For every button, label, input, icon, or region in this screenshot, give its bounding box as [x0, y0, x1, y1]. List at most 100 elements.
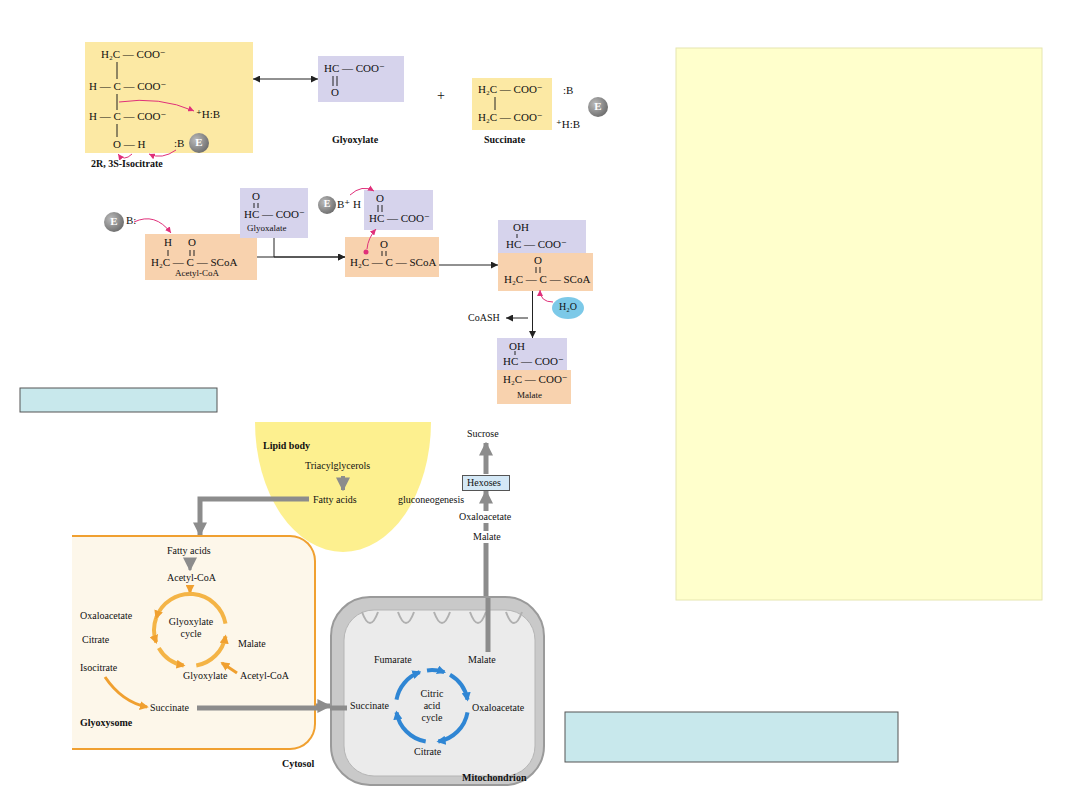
label-text: Sucrose — [467, 428, 499, 440]
structure-box: OH HC — COO⁻ — [498, 220, 586, 253]
electron-arrow — [134, 219, 171, 233]
structure-box: H₂C — COO⁻ Malate — [497, 370, 571, 404]
node-text: E — [318, 198, 336, 210]
label-text: gluconeogenesis — [398, 494, 464, 506]
node-text: H — C — COO⁻ — [89, 80, 166, 93]
node-text: O — [376, 192, 384, 205]
node-text: Citric acid cycle — [412, 688, 452, 724]
connector — [200, 499, 255, 535]
node-drawing — [498, 220, 499, 221]
structure-box: H₂C — COO⁻H₂C — COO⁻Succinate — [472, 78, 552, 130]
node-text: Oxaloacetate — [472, 702, 524, 714]
node-text: O — [331, 86, 339, 99]
caption-box — [20, 388, 217, 412]
enzyme-circle: E — [189, 133, 209, 153]
label-text: ⁺H:B — [196, 108, 220, 121]
node-text: Succinate — [484, 134, 525, 146]
label-text: + — [437, 88, 445, 105]
node-text: Isocitrate — [80, 662, 117, 674]
node-drawing — [85, 42, 86, 43]
node-text: Malate — [468, 654, 496, 666]
node-text: H₂O — [552, 301, 584, 313]
node-drawing — [145, 234, 146, 235]
structure-box: H₂C — COO⁻H — C — COO⁻H — C — COO⁻O — H2… — [85, 42, 253, 153]
sucrose-arrow — [484, 443, 489, 474]
node-text: HC — COO⁻ — [244, 208, 305, 221]
lipid-body: Lipid bodyTriacylglycerolsFatty acids — [255, 422, 431, 552]
node-text: Hexoses — [467, 477, 501, 489]
label-text: :B — [174, 137, 184, 150]
structure-box: OH HC — COO⁻ — [497, 338, 567, 370]
node-text: H — [164, 236, 172, 249]
node-text: Lipid body — [263, 440, 310, 452]
node-text: 2R, 3S-Isocitrate — [91, 158, 163, 170]
node-text: O — [188, 236, 196, 249]
node-text: H₂C — C — SCoA — [504, 273, 590, 286]
node-text: Citrate — [414, 746, 441, 758]
node-drawing — [498, 253, 499, 254]
node-text: Citrate — [82, 634, 109, 646]
node-text: O — [534, 254, 542, 267]
node-text: E — [104, 215, 124, 228]
node-text: E — [588, 100, 608, 113]
node-text: Triacylglycerols — [305, 460, 370, 472]
structure-box: H O H₂C — C — SCoAAcetyl-CoA — [145, 234, 257, 280]
node-drawing — [552, 297, 553, 298]
node-drawing — [497, 338, 498, 339]
node-text: OH — [513, 221, 529, 234]
node-text: Succinate — [150, 702, 189, 714]
node-drawing — [255, 422, 256, 423]
label-text: Malate — [471, 531, 503, 543]
node-text: H₂C — COO⁻ — [478, 111, 543, 124]
connector — [439, 265, 498, 266]
structure-box: O HC — COO⁻ — [364, 190, 433, 230]
node-text: HC — COO⁻ — [369, 212, 430, 225]
node-text: Acetyl-CoA — [167, 572, 216, 584]
node-text: Fatty acids — [313, 494, 357, 506]
label-text: :B — [563, 84, 573, 97]
glyoxysome: Fatty acidsAcetyl-CoAOxaloacetateCitrate… — [72, 535, 316, 750]
node-text: O — [380, 238, 388, 251]
node-drawing — [240, 188, 241, 189]
node-text: Glyoxylate cycle — [165, 616, 217, 640]
label-text: Oxaloacetate — [457, 511, 513, 523]
node-text: O — H — [113, 138, 145, 151]
node-text: H₂C — COO⁻ — [101, 48, 166, 61]
node-text: O — [252, 190, 260, 203]
node-text: Glyoxalate — [247, 223, 287, 234]
node-text: H₂C — C — SCoA — [151, 256, 237, 269]
node-text: Acetyl-CoA — [240, 670, 289, 682]
node-text: Acetyl-CoA — [175, 268, 219, 279]
node-text: OH — [509, 340, 525, 353]
node-drawing — [72, 537, 73, 538]
connector — [274, 238, 345, 257]
node-text: HC — COO⁻ — [503, 355, 564, 368]
node-text: Glyoxylate — [183, 670, 227, 682]
enzyme-circle: E — [588, 97, 608, 117]
node-text: H₂C — COO⁻ — [503, 373, 568, 386]
node-text: Fumarate — [374, 654, 412, 666]
structure-box: HC — COO⁻OGlyoxylate — [318, 56, 404, 102]
node-text: H — C — COO⁻ — [89, 110, 166, 123]
node-text: Malate — [517, 390, 542, 401]
node-text: Fatty acids — [167, 545, 211, 557]
connector — [484, 491, 489, 596]
node-text: Glyoxysome — [80, 717, 132, 729]
connector — [316, 704, 330, 709]
node-text: Glyoxylate — [332, 134, 378, 146]
label-text: Cytosol — [282, 758, 314, 770]
node-text: Succinate — [350, 700, 389, 712]
structure-box: OH₂C — C — SCoA — [345, 237, 439, 277]
structure-box: O H₂C — C — SCoA — [498, 253, 593, 291]
connector — [532, 291, 533, 338]
node-drawing — [364, 190, 365, 191]
node-text: E — [189, 136, 209, 149]
node-drawing — [472, 78, 473, 79]
connector — [253, 79, 318, 80]
node-text: HC — COO⁻ — [506, 238, 567, 251]
label-text: B: — [126, 214, 136, 227]
label-text: B⁺ H — [337, 198, 361, 211]
hexoses-box: Hexoses — [462, 475, 510, 491]
node-text: H₂C — COO⁻ — [478, 83, 543, 96]
